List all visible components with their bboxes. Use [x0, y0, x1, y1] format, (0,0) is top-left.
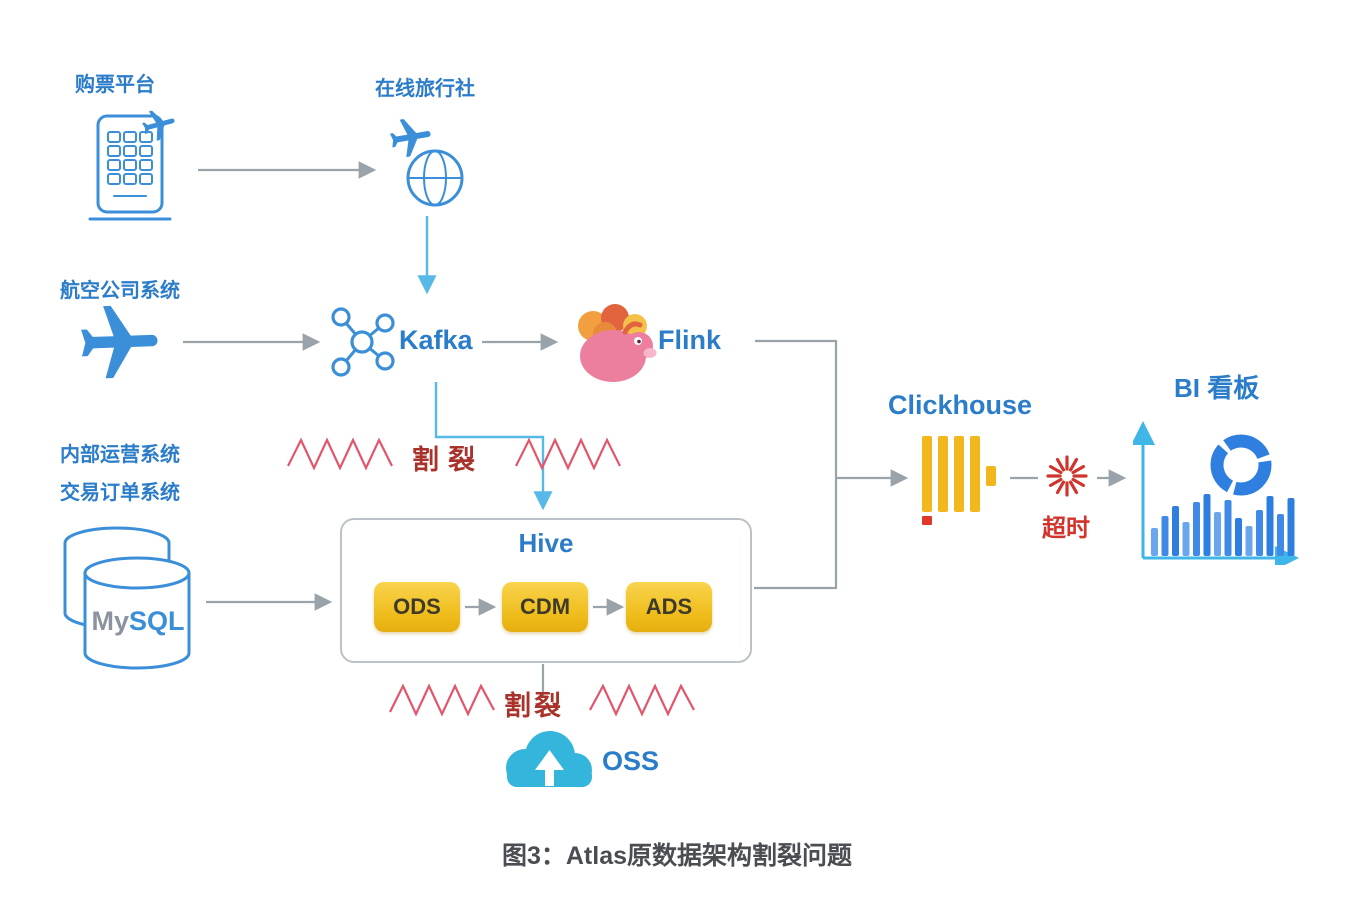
mysql-logo-text: MySQL [85, 606, 191, 637]
fracture-label-top: 割裂 [412, 445, 484, 475]
figure-caption: 图3：Atlas原数据架构割裂问题 [501, 842, 853, 870]
fracture-zigzag-top-right [515, 437, 621, 471]
clickhouse-icon [922, 436, 996, 525]
travel-agency-globe-plane-icon [389, 118, 464, 207]
label-oss: OSS [602, 746, 660, 776]
fracture-zigzag-bottom-right [589, 683, 695, 717]
label-kafka: Kafka [399, 325, 473, 355]
ticket-phone-icon [88, 110, 175, 221]
globe-plane-icon [389, 118, 431, 158]
kafka-icon [331, 307, 395, 377]
label-internal-ops: 内部运营系统 [60, 444, 180, 466]
flink-squirrel-icon [578, 304, 657, 382]
bi-chart-icon [1133, 421, 1299, 565]
airline-plane-icon [81, 305, 158, 379]
fracture-label-bottom: 割裂 [504, 691, 564, 721]
mysql-database-icon [63, 526, 191, 670]
label-timeout: 超时 [1042, 515, 1090, 542]
hive-stage-ods: ODS [374, 582, 460, 632]
hive-stage-cdm: CDM [502, 582, 588, 632]
label-flink: Flink [658, 325, 722, 355]
label-bi-board: BI 看板 [1174, 373, 1260, 403]
hive-container: Hive ODS CDM ADS [340, 518, 752, 663]
small-plane-icon [142, 110, 175, 141]
label-clickhouse: Clickhouse [888, 390, 1033, 420]
label-airline-system: 航空公司系统 [60, 280, 180, 302]
mysql-text-sql: SQL [129, 606, 185, 636]
connector-flink-hive-junction [754, 339, 838, 590]
fracture-zigzag-top-left [287, 437, 393, 471]
arrow-kafka-to-hive [434, 382, 553, 511]
bi-bars [1151, 494, 1295, 556]
oss-cloud-icon [506, 731, 592, 787]
mysql-text-my: My [91, 606, 129, 636]
timeout-burst-icon [1046, 455, 1088, 497]
hive-stage-ads: ADS [626, 582, 712, 632]
label-order-system: 交易订单系统 [60, 482, 180, 504]
hive-stage-arrows [465, 598, 625, 616]
label-travel-agency: 在线旅行社 [375, 78, 475, 100]
fracture-zigzag-bottom-left [389, 683, 495, 717]
hive-title: Hive [518, 528, 574, 558]
label-ticket-platform: 购票平台 [75, 74, 155, 96]
